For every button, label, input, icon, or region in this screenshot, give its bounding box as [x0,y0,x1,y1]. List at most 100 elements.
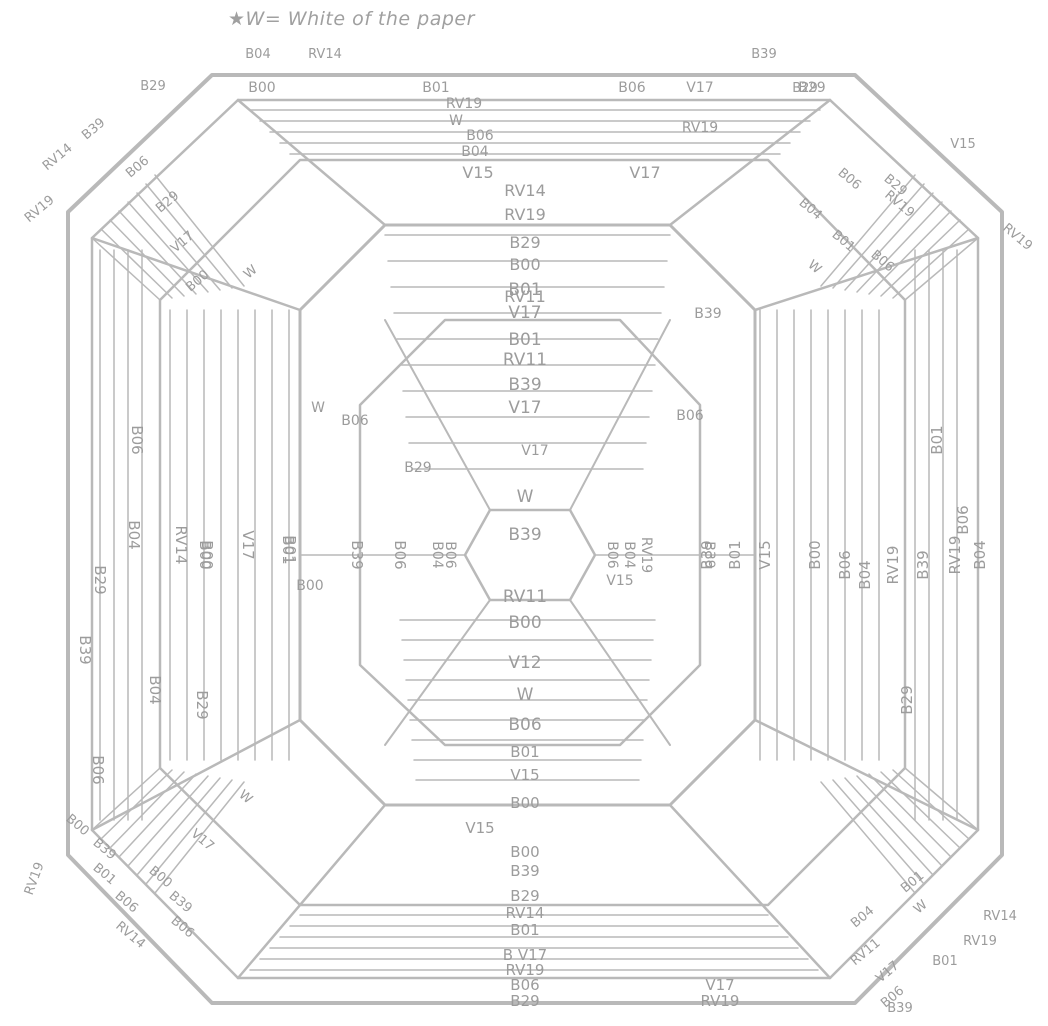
pavilion-label: B39 [694,306,721,322]
culet-label: RV11 [503,587,547,607]
right-label: B06 [836,550,854,579]
facet-line [881,772,960,848]
corner-label: B06 [835,165,864,193]
corner-label: W [241,262,261,282]
bottom-label: RV19 [701,992,740,1010]
corner-label: RV14 [112,919,148,952]
corner-label: RV19 [22,193,58,226]
top-edge-label: B29 [798,80,825,96]
corner-label: RV14 [308,47,342,62]
pavilion-label: V17 [521,443,548,459]
culet-label: V12 [508,653,541,673]
facet-line [755,720,978,830]
pavilion-label: B29 [404,460,431,476]
facet-line [385,320,490,510]
right-label: B00 [806,540,824,569]
left-label: B29 [91,565,109,594]
corner-label: RV14 [40,141,76,174]
left-label: B00 [198,540,216,569]
crown-label: RV11 [504,287,546,306]
table-label: V17 [508,303,541,323]
top-edge-label: W [449,113,463,129]
facet-line [92,720,300,830]
corner-label: V15 [950,137,975,152]
left-label: B29 [193,690,211,719]
corner-label: B29 [153,188,182,216]
top-edge-label: B00 [248,80,275,96]
left-label: B01 [281,535,299,564]
top-edge-label: V17 [686,80,713,96]
corner-label: B01 [932,954,957,969]
table-label: RV11 [503,350,547,370]
left-label: B06 [391,540,409,569]
left-label: B04 [146,675,164,704]
crown-label: B29 [509,233,540,252]
top-edge-label: B04 [461,144,489,160]
right-label: RV19 [884,546,902,585]
right-label: B04 [971,540,989,569]
facet-line [869,774,951,857]
pavilion-label: B06 [676,408,704,424]
corner-label: B39 [751,47,776,62]
facet-line [670,805,830,978]
crown-label: B00 [509,255,540,274]
bottom-label: B00 [510,843,539,861]
facet-line [881,220,960,296]
corner-label: W [911,897,931,917]
pavilion-label: W [311,400,325,416]
left-label: B06 [89,755,107,784]
pavilion-label: B04 [621,541,637,569]
corner-label: RV14 [983,909,1017,924]
pavilion-label: B06 [341,413,369,429]
left-label: B39 [76,635,94,664]
table-label: B39 [508,525,541,545]
bottom-label: B29 [510,992,539,1010]
top-edge-label: B01 [422,80,449,96]
top-edge-label: B06 [618,80,646,96]
left-label: B04 [125,520,143,549]
facet-line [570,320,670,510]
culet-label: W [517,685,534,705]
facet-line [92,238,160,300]
bottom-label: B29 [510,887,539,905]
corner-label: RV19 [963,934,997,949]
top-edge-label: RV19 [446,96,482,112]
right-label: B01 [928,425,946,454]
right-label: B04 [856,560,874,589]
top-edge-label: RV19 [682,120,718,136]
crown-label: V15 [462,163,493,182]
corner-label: B06 [112,888,141,916]
crown-label: RV14 [504,181,546,200]
culet-label: B06 [508,715,541,735]
corner-label: B39 [79,115,108,143]
bottom-label: RV14 [506,904,545,922]
pavilion-label: B04 [429,541,445,569]
pavilion-label: RV19 [638,537,654,573]
facet-line [119,774,196,857]
top-edge-label: B06 [466,128,494,144]
facet-line [385,600,490,745]
crown-label: RV19 [504,205,546,224]
left-label: RV14 [172,526,190,565]
corner-label: B04 [245,47,270,62]
right-label: B39 [914,550,932,579]
corner-label: RV19 [999,221,1035,254]
corner-label: B06 [168,913,197,941]
table-label: W [517,487,534,507]
pavilion-label: V15 [606,573,633,589]
table-label: B39 [508,375,541,395]
corner-label: B39 [166,888,195,916]
table-label: V17 [508,398,541,418]
facet-line [238,100,385,225]
pavilion-label: B39 [701,541,717,568]
left-label: V17 [239,530,257,559]
right-label: B29 [898,685,916,714]
right-label: B01 [726,540,744,569]
bottom-label: B01 [510,921,539,939]
right-label: B06 [954,505,972,534]
bottom-label: V15 [465,819,494,837]
corner-label: W [805,257,825,277]
left-label: B39 [348,540,366,569]
